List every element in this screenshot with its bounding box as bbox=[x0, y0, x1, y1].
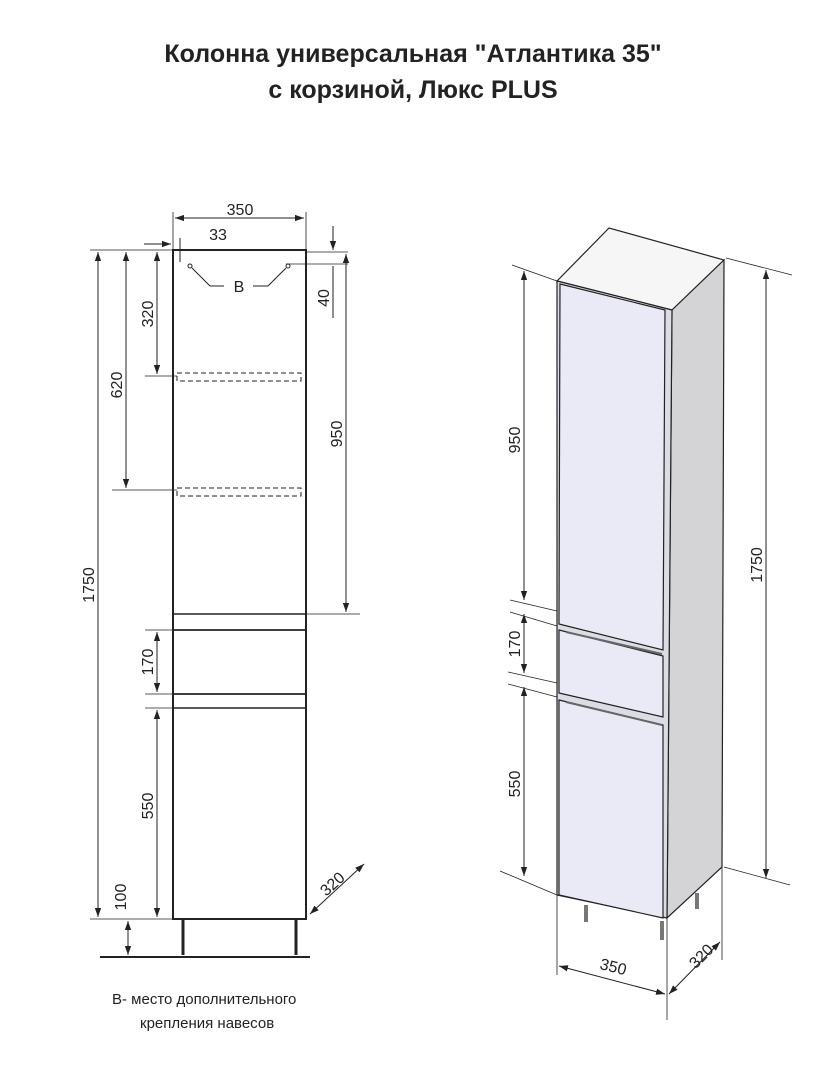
hinge-mark-label: B bbox=[234, 279, 245, 296]
iso-drawer bbox=[558, 629, 664, 718]
title-line-2: с корзиной, Люкс PLUS bbox=[268, 76, 558, 104]
iso-total-height-label: 1750 bbox=[749, 547, 766, 583]
iso-view bbox=[499, 227, 793, 1020]
iso-depth-label: 320 bbox=[686, 941, 717, 972]
iso-upper-door bbox=[558, 283, 666, 651]
front-drawer-label: 170 bbox=[140, 649, 157, 676]
front-view-labels: 350 33 B 1750 620 320 170 550 100 40 950… bbox=[81, 202, 349, 910]
front-upper-door-label: 950 bbox=[329, 421, 346, 448]
front-offset-label: 33 bbox=[209, 227, 227, 244]
legend-line-1: B- место дополнительного bbox=[112, 991, 297, 1008]
iso-lower-door-label: 550 bbox=[507, 771, 524, 798]
iso-drawer-label: 170 bbox=[507, 631, 524, 658]
front-drawer-face bbox=[172, 629, 307, 695]
front-extension-lines bbox=[90, 212, 360, 920]
iso-dim-line-width bbox=[558, 965, 666, 995]
front-shelf-2 bbox=[176, 487, 302, 497]
front-shelf2-label: 620 bbox=[109, 372, 126, 399]
front-total-height-label: 1750 bbox=[81, 567, 98, 603]
front-lower-door-label: 550 bbox=[140, 793, 157, 820]
iso-dim-line-depth bbox=[668, 941, 721, 995]
legend-line-2: крепления навесов bbox=[140, 1015, 275, 1032]
front-top-gap-label: 40 bbox=[316, 289, 333, 307]
iso-drawer-handle bbox=[565, 631, 663, 655]
iso-dimension-lines bbox=[520, 270, 770, 995]
front-cabinet-body bbox=[172, 249, 307, 920]
front-shelf-1 bbox=[176, 372, 302, 382]
front-depth-label: 320 bbox=[317, 869, 348, 900]
hinge-mark-b-shape bbox=[187, 263, 291, 287]
front-legs-label: 100 bbox=[113, 884, 130, 911]
front-width-label: 350 bbox=[227, 202, 254, 219]
dim-line-depth bbox=[309, 863, 365, 915]
iso-lower-door-handle bbox=[565, 701, 663, 726]
iso-lower-door bbox=[558, 699, 664, 919]
front-dimension-lines bbox=[94, 214, 365, 955]
front-drawer-panel bbox=[172, 613, 307, 631]
title-line-1: Колонна универсальная "Атлантика 35" bbox=[164, 40, 662, 68]
iso-upper-door-label: 950 bbox=[507, 427, 524, 454]
front-view bbox=[90, 212, 365, 958]
iso-side-face bbox=[666, 258, 725, 920]
front-lower-door-top bbox=[172, 693, 307, 709]
iso-width-label: 350 bbox=[598, 956, 628, 979]
iso-extension-lines bbox=[499, 257, 793, 1020]
front-shelf1-label: 320 bbox=[140, 301, 157, 328]
